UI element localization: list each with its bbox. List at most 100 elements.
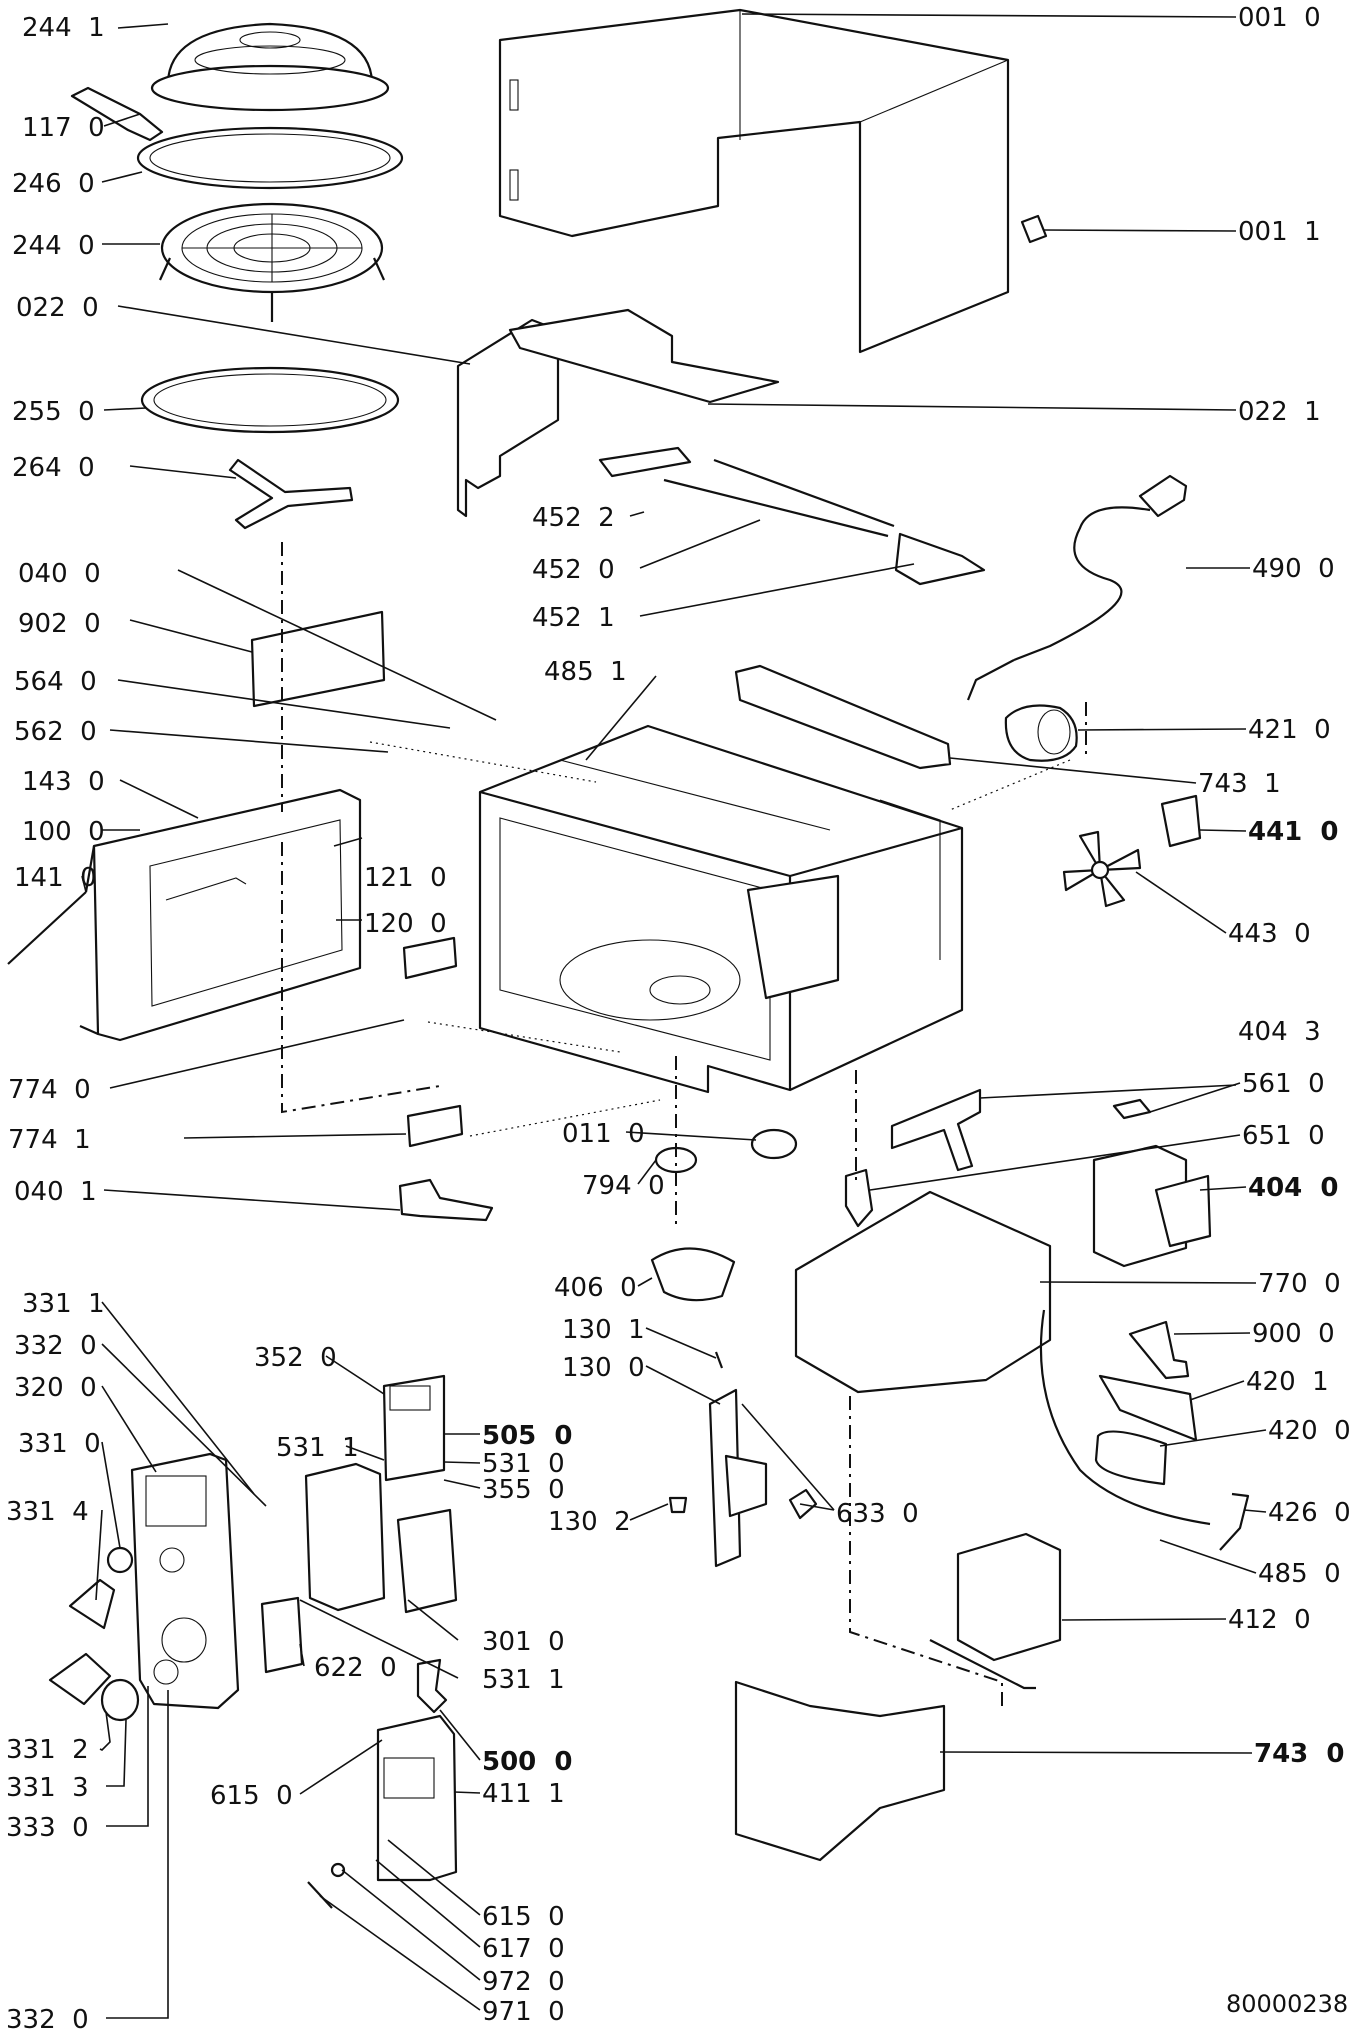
callout-770-0: 770 0 xyxy=(1258,1269,1341,1299)
knob-dial-part xyxy=(100,1678,140,1722)
callout-331-2: 331 2 xyxy=(6,1735,89,1765)
callout-452-1: 452 1 xyxy=(532,603,615,633)
callout-011-0: 011 0 xyxy=(562,1119,645,1149)
callout-352-0: 352 0 xyxy=(254,1343,337,1373)
callout-141-0: 141 0 xyxy=(14,863,97,893)
document-number: 80000238 xyxy=(1226,1990,1348,2018)
callout-615-0-upper: 615 0 xyxy=(210,1781,293,1811)
hinge-upper-part xyxy=(402,936,458,980)
callout-561-0: 561 0 xyxy=(1242,1069,1325,1099)
callout-531-1-lower: 531 1 xyxy=(482,1665,565,1695)
pcb-module-part xyxy=(396,1508,458,1614)
callout-617-0: 617 0 xyxy=(482,1934,565,1964)
callout-001-1: 001 1 xyxy=(1238,217,1321,247)
callout-411-1: 411 1 xyxy=(482,1779,565,1809)
callout-130-1: 130 1 xyxy=(562,1315,645,1345)
rack-part xyxy=(158,202,386,322)
mains-cord-part xyxy=(966,474,1188,701)
control-panel-part xyxy=(130,1452,240,1710)
callout-420-0: 420 0 xyxy=(1268,1416,1351,1446)
spacer-part xyxy=(330,1862,346,1878)
knob-part xyxy=(68,1578,116,1630)
interlock-switch-part xyxy=(724,1454,768,1518)
callout-331-4: 331 4 xyxy=(6,1497,89,1527)
main-chassis-part xyxy=(478,724,964,1094)
callout-651-0: 651 0 xyxy=(1242,1121,1325,1151)
hinge-lower-part xyxy=(406,1104,464,1148)
parts-drawing xyxy=(7,8,1250,1909)
callout-452-2: 452 2 xyxy=(532,503,615,533)
callout-331-0: 331 0 xyxy=(18,1429,101,1459)
callout-404-3: 404 3 xyxy=(1238,1017,1321,1047)
callout-130-0: 130 0 xyxy=(562,1353,645,1383)
callout-562-0: 562 0 xyxy=(14,717,97,747)
coupler-part xyxy=(228,458,354,530)
magnetron-part xyxy=(1092,1144,1212,1268)
drive-coupler-part xyxy=(750,1128,798,1160)
callout-902-0: 902 0 xyxy=(18,609,101,639)
sensor-part xyxy=(416,1658,448,1714)
rod-bracket-parts xyxy=(598,446,986,586)
handle-part xyxy=(70,86,164,142)
callout-794-0: 794 0 xyxy=(582,1171,665,1201)
dotted-guide-lines xyxy=(369,741,1071,1137)
callout-022-0: 022 0 xyxy=(16,293,99,323)
latch-part xyxy=(398,1178,494,1222)
callout-531-0: 531 0 xyxy=(482,1449,565,1479)
foot-part xyxy=(1020,214,1048,244)
callout-900-0: 900 0 xyxy=(1252,1319,1335,1349)
callout-505-0: 505 0 xyxy=(482,1421,572,1451)
plate-part xyxy=(136,126,404,190)
callout-labels: 001 0 001 1 022 1 490 0 421 0 743 1 441 … xyxy=(6,3,1351,2035)
fan-motor-part xyxy=(1004,704,1078,762)
callout-485-1: 485 1 xyxy=(544,657,627,687)
callout-743-0: 743 0 xyxy=(1254,1739,1344,1769)
callout-120-0: 120 0 xyxy=(364,909,447,939)
callout-443-0: 443 0 xyxy=(1228,919,1311,949)
waveguide-housing-part xyxy=(794,1190,1052,1394)
callout-972-0: 972 0 xyxy=(482,1967,565,1997)
callout-143-0: 143 0 xyxy=(22,767,105,797)
callout-100-0: 100 0 xyxy=(22,817,105,847)
capacitor-holder-part xyxy=(1098,1374,1198,1442)
shield-plate-part xyxy=(250,610,386,708)
callout-531-1-upper: 531 1 xyxy=(276,1433,359,1463)
back-panel-part xyxy=(734,1680,946,1862)
callout-774-0: 774 0 xyxy=(8,1075,91,1105)
callout-420-1: 420 1 xyxy=(1246,1367,1329,1397)
callout-355-0: 355 0 xyxy=(482,1475,565,1505)
callout-264-0: 264 0 xyxy=(12,453,95,483)
callout-332-0-upper: 332 0 xyxy=(14,1331,97,1361)
callout-564-0: 564 0 xyxy=(14,667,97,697)
interlock-bracket-part xyxy=(708,1388,742,1568)
callout-426-0: 426 0 xyxy=(1268,1498,1351,1528)
callout-333-0: 333 0 xyxy=(6,1813,89,1843)
small-spring-part xyxy=(668,1496,688,1514)
callout-244-0: 244 0 xyxy=(12,231,95,261)
callout-121-0: 121 0 xyxy=(364,863,447,893)
clip-part xyxy=(1112,1098,1152,1120)
callout-615-0-lower: 615 0 xyxy=(482,1902,565,1932)
assembly-lines xyxy=(281,542,1087,1710)
fan-blade-part xyxy=(1062,830,1142,908)
waveguide-cover-part xyxy=(456,308,780,518)
callout-130-2: 130 2 xyxy=(548,1507,631,1537)
callout-001-0: 001 0 xyxy=(1238,3,1321,33)
callout-406-0: 406 0 xyxy=(554,1273,637,1303)
callout-743-1: 743 1 xyxy=(1198,769,1281,799)
outer-cabinet-part xyxy=(498,8,1010,354)
knob-cap-part xyxy=(106,1546,134,1574)
callout-040-0: 040 0 xyxy=(18,559,101,589)
callout-331-1: 331 1 xyxy=(22,1289,105,1319)
callout-246-0: 246 0 xyxy=(12,169,95,199)
callout-490-0: 490 0 xyxy=(1252,554,1335,584)
transformer-part xyxy=(929,1532,1062,1690)
callout-774-1: 774 1 xyxy=(8,1125,91,1155)
callout-633-0: 633 0 xyxy=(836,1499,919,1529)
turntable-motor-part xyxy=(650,1247,736,1302)
wire-part xyxy=(1039,1309,1211,1526)
diode-part xyxy=(1219,1492,1250,1551)
dome-cover-part xyxy=(150,22,390,112)
mount-bracket-part xyxy=(890,1088,982,1172)
